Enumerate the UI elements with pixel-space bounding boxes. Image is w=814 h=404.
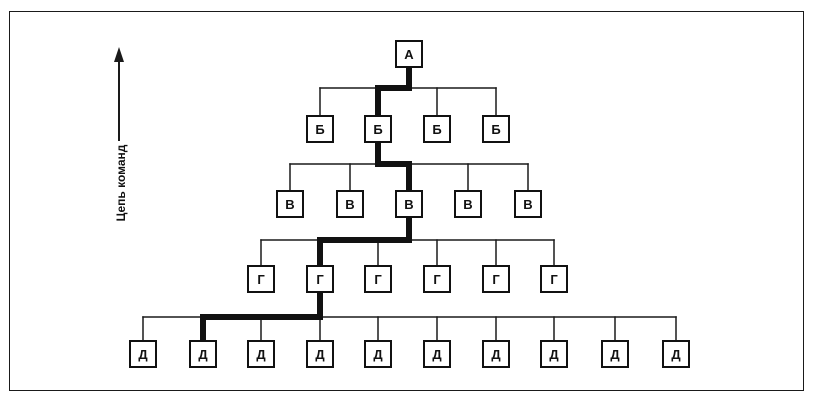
level-2-box: Б bbox=[482, 115, 510, 143]
level-3-box: В bbox=[276, 190, 304, 218]
level-3-box: В bbox=[336, 190, 364, 218]
level-5-box: Д bbox=[662, 340, 690, 368]
level-2-box: Б bbox=[306, 115, 334, 143]
level-3-box: В bbox=[454, 190, 482, 218]
level-5-box: Д bbox=[423, 340, 451, 368]
level-4-box: Г bbox=[540, 265, 568, 293]
level-4-box: Г bbox=[423, 265, 451, 293]
level-5-box: Д bbox=[601, 340, 629, 368]
level-4-box: Г bbox=[247, 265, 275, 293]
level-3-box: В bbox=[395, 190, 423, 218]
level-4-box: Г bbox=[306, 265, 334, 293]
level-5-box: Д bbox=[364, 340, 392, 368]
level-5-box: Д bbox=[247, 340, 275, 368]
level-5-box: Д bbox=[540, 340, 568, 368]
level-5-box: Д bbox=[189, 340, 217, 368]
arrow-up-icon bbox=[114, 47, 124, 62]
chain-of-command-label: Цепь команд bbox=[114, 144, 128, 222]
diagram-frame bbox=[9, 11, 804, 391]
level-4-box: Г bbox=[482, 265, 510, 293]
level-2-box: Б bbox=[364, 115, 392, 143]
level-5-box: Д bbox=[306, 340, 334, 368]
level-5-box: Д bbox=[482, 340, 510, 368]
level-1-box: А bbox=[395, 40, 423, 68]
level-2-box: Б bbox=[423, 115, 451, 143]
level-5-box: Д bbox=[129, 340, 157, 368]
level-3-box: В bbox=[514, 190, 542, 218]
level-4-box: Г bbox=[364, 265, 392, 293]
